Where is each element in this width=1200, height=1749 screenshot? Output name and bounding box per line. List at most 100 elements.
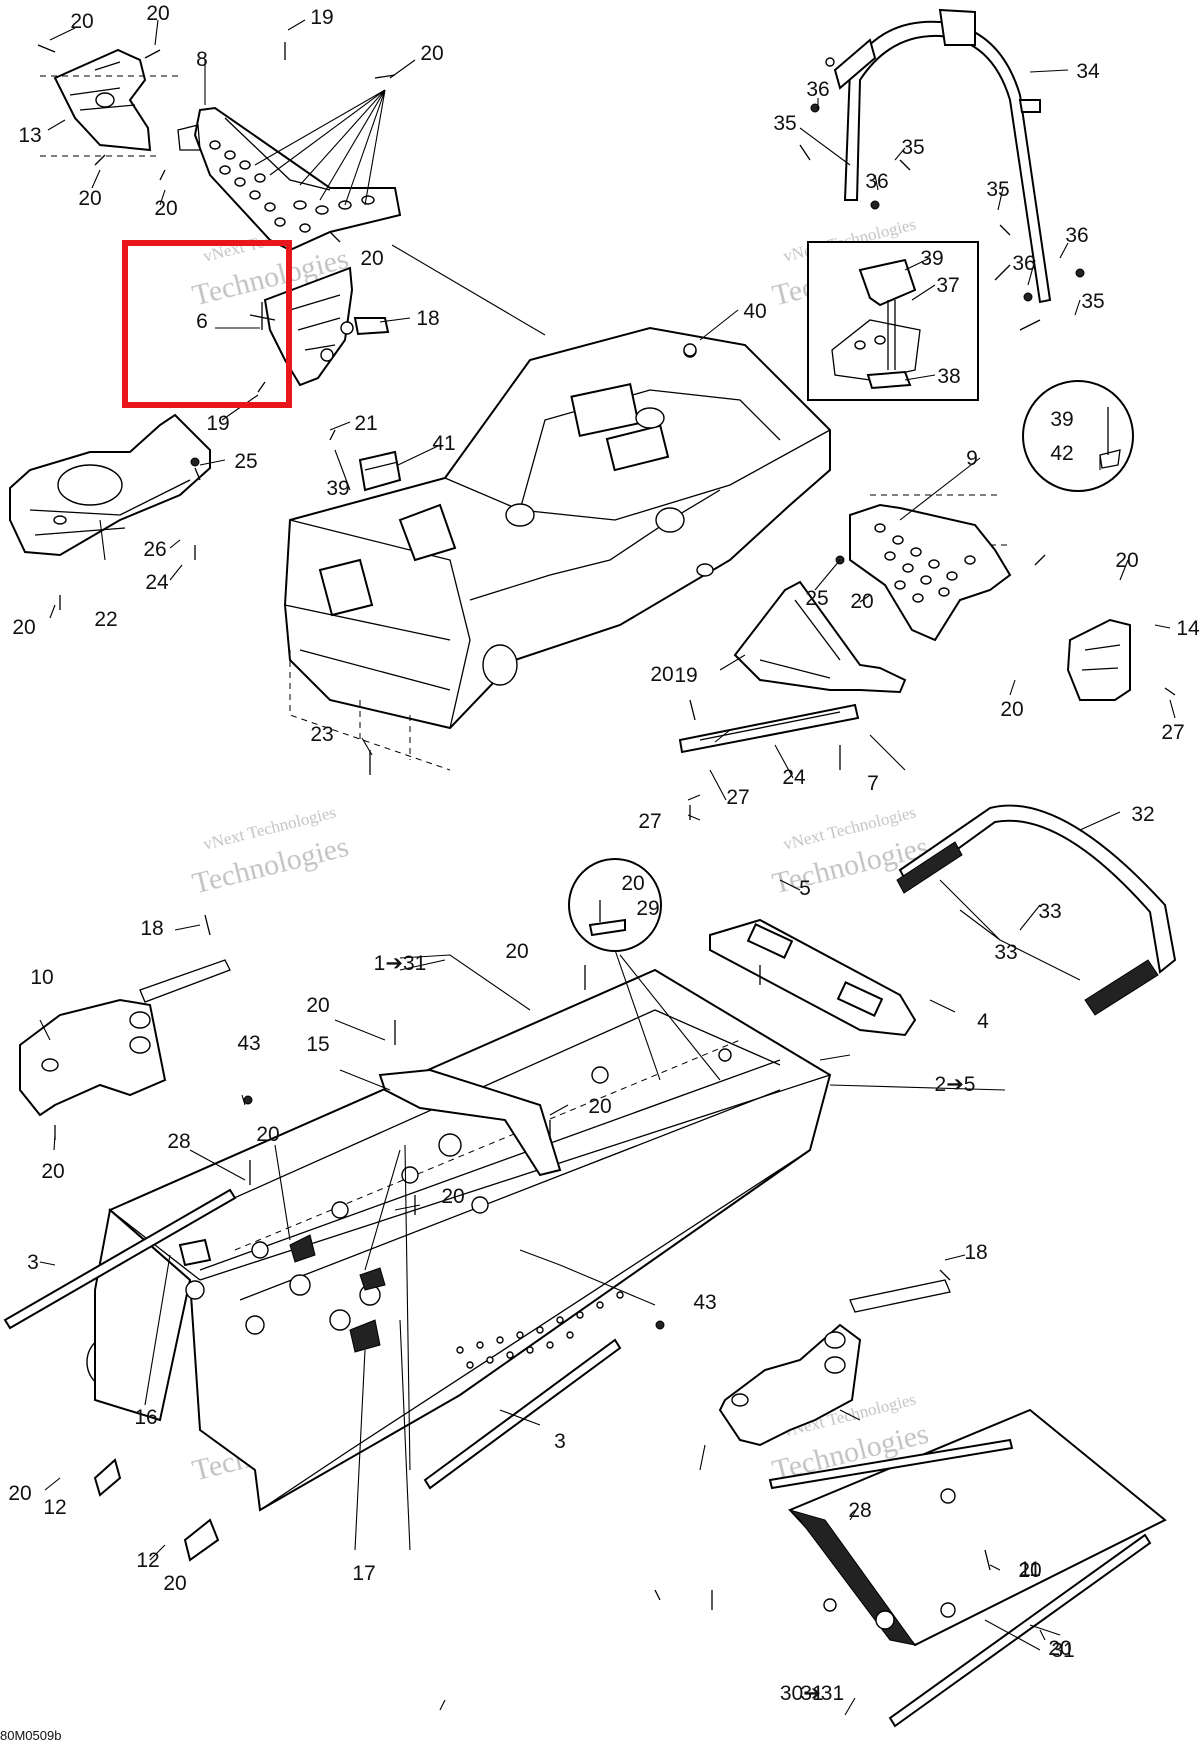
callout-number: 41 [432, 432, 455, 455]
callout-number: 34 [1076, 60, 1100, 83]
part-4-plate [709, 918, 917, 1037]
callout-number: 3 [27, 1251, 39, 1274]
part-14-bracket [1066, 618, 1131, 701]
callout-number: 42 [1050, 442, 1073, 465]
callout-number: 20 [70, 10, 93, 33]
callout-number: 5 [799, 877, 811, 900]
callout-number: 20 [163, 1572, 186, 1595]
part-31-rail-upper [768, 1438, 1014, 1490]
callout-number: 9 [966, 447, 978, 470]
callout-number: 1➔31 [374, 952, 427, 975]
part-3-rod-lower [423, 1338, 622, 1490]
callout-number: 26 [143, 538, 166, 561]
callout-number: 20 [588, 1095, 611, 1118]
part-9-perforations [874, 523, 976, 603]
callout-number: 20 [850, 590, 873, 613]
callout-number: 36 [1012, 252, 1035, 275]
parts-artwork [3, 8, 1177, 1728]
callout-number: 31 [800, 1682, 823, 1705]
callout-number: 20 [8, 1482, 31, 1505]
highlight-box [122, 240, 292, 408]
callout-number: 39 [920, 247, 943, 270]
callout-number: 35 [986, 178, 1009, 201]
callout-number: 2➔5 [935, 1073, 976, 1096]
callout-number: 29 [636, 897, 659, 920]
callout-number: 16 [134, 1406, 157, 1429]
callout-number: 20 [1048, 1637, 1071, 1660]
callout-number: 22 [94, 608, 117, 631]
tunnel-perforations [456, 1291, 624, 1369]
callout-number: 20 [256, 1123, 279, 1146]
part-32-grab-handle [898, 804, 1177, 974]
callout-number: 20 [1018, 1559, 1041, 1582]
callout-number: 24 [145, 571, 169, 594]
callout-number: 43 [237, 1032, 260, 1055]
callout-number: 18 [964, 1241, 987, 1264]
callout-number: 14 [1176, 617, 1200, 640]
part-3-rod-upper [3, 1188, 237, 1330]
callout-number: 19 [206, 412, 229, 435]
callout-number: 11 [1019, 1558, 1041, 1581]
callout-number: 12 [136, 1549, 159, 1572]
callout-number: 36 [806, 78, 829, 101]
callout-number: 20 [78, 187, 101, 210]
callout-number: 13 [18, 124, 41, 147]
callout-number: 23 [310, 723, 333, 746]
callout-number: 36 [1065, 224, 1088, 247]
callout-number: 20 [1115, 549, 1138, 572]
callout-number: 19 [674, 664, 697, 687]
part-31-rail-lower [888, 1533, 1152, 1728]
callout-number: 33 [1038, 900, 1061, 923]
callout-number: 39 [326, 477, 349, 500]
part-12-plate-lower [183, 1518, 220, 1562]
callout-number: 25 [234, 450, 257, 473]
part-11-bracket [718, 1323, 862, 1447]
callout-number: 18 [416, 307, 439, 330]
callout-number: 25 [805, 587, 828, 610]
callout-number: 27 [1161, 721, 1184, 744]
callout-number: 7 [867, 772, 879, 795]
callout-number: 28 [848, 1499, 871, 1522]
part-9-footrest [849, 503, 1012, 642]
callout-number: 27 [726, 786, 749, 809]
callout-number: 20 [41, 1160, 64, 1183]
part-23-bar [678, 703, 860, 754]
callout-number: 15 [306, 1033, 329, 1056]
callout-number: 18 [140, 917, 163, 940]
chassis-frame [283, 326, 831, 730]
callout-number: 36 [865, 170, 888, 193]
part-12-plate-upper [93, 1458, 122, 1497]
callout-number: 38 [937, 365, 960, 388]
callout-number: 30➔31 [780, 1682, 844, 1705]
callout-number: 20 [441, 1185, 464, 1208]
inset-circle [1022, 380, 1134, 492]
callout-number: 17 [352, 1562, 375, 1585]
part-10-bracket [19, 998, 167, 1117]
callout-number: 39 [1050, 408, 1073, 431]
part-32-left-grip [896, 841, 963, 894]
part-41-hinge [358, 450, 402, 492]
callout-number: 20 [146, 2, 169, 25]
callout-number: 37 [936, 274, 959, 297]
callout-number: 20 [306, 994, 329, 1017]
callout-number: 40 [743, 300, 766, 323]
callout-number: 4 [977, 1010, 989, 1033]
callout-number: 20 [1000, 698, 1023, 721]
callout-number: 10 [30, 966, 53, 989]
callout-number: 28 [167, 1130, 190, 1153]
callout-number: 35 [1081, 290, 1104, 313]
callout-number: 43 [693, 1291, 716, 1314]
callout-number: 33 [994, 941, 1017, 964]
callout-number: 19 [310, 6, 333, 29]
leader-lines [39, 19, 1176, 1716]
part-32-right-grip [1084, 959, 1159, 1016]
callout-number: 27 [638, 810, 661, 833]
callout-number: 20 [12, 616, 35, 639]
callout-number: 24 [782, 766, 806, 789]
callout-number: 20 [360, 247, 383, 270]
callout-number: 31 [1051, 1639, 1074, 1662]
callout-number: 35 [901, 136, 924, 159]
callout-number: 8 [196, 48, 208, 71]
